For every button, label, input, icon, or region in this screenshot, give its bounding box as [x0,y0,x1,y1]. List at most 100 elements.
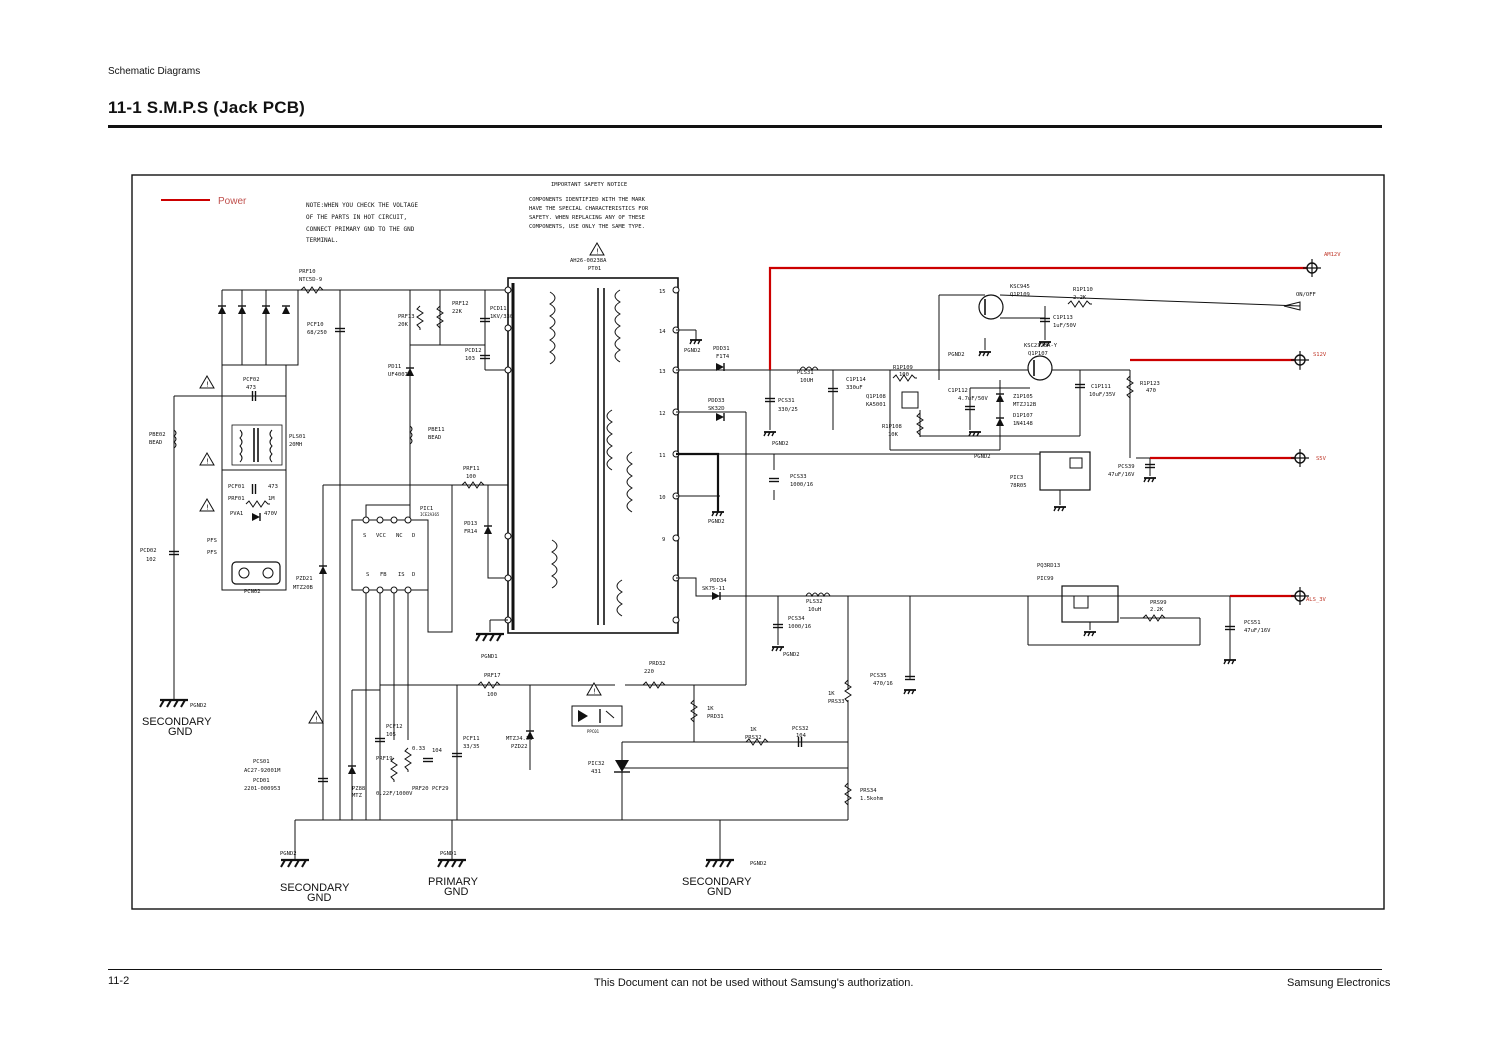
warning-icon [199,452,215,466]
pgnd1-label: PGND1 [440,851,457,857]
prf20-resistor [404,747,412,773]
primary-gnd-label-1: PRIMARY [428,876,479,888]
pls31-inductor [799,366,819,372]
pcs32-label: PCS32 [792,726,809,732]
input-filter-wiring [173,289,410,820]
pgnd2-ground [771,646,785,652]
am12v-label: AM12V [1324,252,1341,258]
prf12-value: 22K [452,309,463,315]
pdd31-label: PDD31 [713,346,730,352]
pdd33-label: PDD33 [708,398,725,404]
pic32-value: 431 [591,769,601,775]
pls32-label: PLS32 [806,599,823,605]
r1p110-value: 2.2K [1073,295,1087,301]
c1p112-label: C1P112 [948,388,968,394]
z1p105-zener [995,393,1005,403]
pic32-shunt-regulator [614,760,630,773]
pt01-part-number: AH26-00238A [570,258,607,264]
c1p111-value: 10uF/35V [1089,392,1116,398]
safety-line-2: HAVE THE SPECIAL CHARACTERISTICS FOR [529,206,649,212]
pic32-label: PIC32 [588,761,605,767]
pls31-value: 10UH [800,378,813,384]
warning-icon [199,375,215,389]
pt01-pin-13: 13 [659,369,666,375]
pt01-label: PT01 [588,266,601,272]
r1p109-value: 100 [899,372,909,378]
note-line-3: CONNECT PRIMARY GND TO THE GND [306,226,415,233]
prf13-value: 20K [398,322,409,328]
pd11-value: UF4007 [388,372,408,378]
q1p109-transistor [978,294,1004,320]
pic99-regulator [1061,585,1119,623]
pva1-value: 470V [264,511,278,517]
pzd21-zener [318,565,328,575]
pcs31-label: PCS31 [778,398,795,404]
c1p114-value: 330uF [846,385,863,391]
am12v-terminal [1302,258,1322,278]
pgnd1-label: PGND1 [481,654,498,660]
pdd34-value: SK75-11 [702,586,725,592]
copyright-notice: This Document can not be used without Sa… [594,977,914,989]
q1p107-label: Q1P107 [1028,351,1048,357]
pzd22-label: PZD22 [511,744,528,750]
pdd34-label: PDD34 [710,578,727,584]
warning-icon [308,710,324,724]
pzd21-label: PZD21 [296,576,313,582]
r1p108-value: 10K [888,432,899,438]
secondary-ground-right [704,858,736,869]
pt01-pin-12: 12 [659,411,666,417]
z1p105-value: MTZJ12B [1013,402,1037,408]
pcd01-label: PCD01 [253,778,270,784]
q1p108-value: KA5001 [866,402,886,408]
prs99-label: PRS99 [1150,600,1167,606]
pgnd2-ground [1143,477,1157,483]
s12v-label: S12V [1313,352,1327,358]
pgnd2-label: PGND2 [708,519,725,525]
q1p109-label: Q1P109 [1010,292,1030,298]
pbe11-bead [409,425,413,445]
pcs35-label: PCS35 [870,673,887,679]
prf11-value: 100 [466,474,476,480]
prf10-label: PRF10 [299,269,316,275]
pz88-label: PZ88 [352,786,365,792]
onoff-label: ON/OFF [1296,292,1316,298]
pcs39-value: 47uF/16V [1108,472,1135,478]
pcs33-value: 1000/16 [790,482,813,488]
pd04-diode [281,305,291,315]
safety-line-4: COMPONENTS, USE ONLY THE SAME TYPE. [529,224,645,230]
pcf29-cap [422,757,434,763]
prs33-label: PRS33 [828,699,845,705]
pcd12-label: PCD12 [465,348,482,354]
pzd22-value: MTZJ4.3B [506,736,533,742]
secondary-gnd-label-2: GND [307,892,332,904]
r1p109-label: R1P109 [893,365,913,371]
pgnd1-wire [489,619,508,632]
pcs34-label: PCS34 [788,616,805,622]
pgnd2-ground [968,431,982,437]
pcf01-value: 473 [268,484,278,490]
pgnd2-ground [1083,631,1097,637]
pcs34-value: 1000/16 [788,624,811,630]
pcs01-label: PCS01 [253,759,270,765]
pic99-part: PQ3RD13 [1037,563,1060,569]
d1p107-value: 1N4148 [1013,421,1033,427]
s5v-label: S5V [1316,456,1327,462]
pzd21-value: MTZ20B [293,585,314,591]
pgnd1-ground [474,632,506,643]
pic1-pin-is: IS [398,572,405,578]
prs32-value: 1K [750,727,757,733]
pva1-varistor [251,512,261,522]
pd13-diode [483,525,493,535]
pcd02-value: 102 [146,557,156,563]
pgnd2-ground [1223,659,1237,665]
safety-line-1: COMPONENTS IDENTIFIED WITH THE MARK [529,197,646,203]
prd31-label: PRD31 [707,714,724,720]
pls01-choke [231,424,283,466]
page-title: 11-1 S.M.P.S (Jack PCB) [108,98,306,117]
c1p111-label: C1P111 [1091,384,1111,390]
pfs-label-1: PFS [207,538,217,544]
secondary-ground-left [158,698,190,709]
pic1-pin-vcc: VCC [376,533,386,539]
section-label: Schematic Diagrams [108,66,201,77]
pdd31-value: F1T4 [716,354,730,360]
